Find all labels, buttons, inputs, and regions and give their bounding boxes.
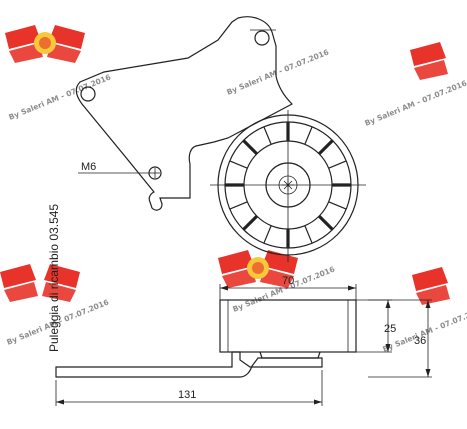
pulley-spoke [263,225,272,244]
tensioner-bracket [75,16,293,211]
dimension-width: 70 [219,275,357,300]
watermark-logo-top-left [5,25,85,63]
watermark-logo-bottom-left [0,264,80,302]
pulley-spoke [328,201,347,210]
pulley-spoke [229,201,248,210]
watermark-logo-middle [218,250,298,288]
pulley-spoke [328,160,347,169]
height-value: 36 [414,335,426,347]
belt-width-value: 25 [384,323,396,335]
dimension-length: 131 [55,370,323,406]
pulley-spoke [304,225,313,244]
pulley-side-body [219,299,357,353]
pulley-spoke [242,139,259,156]
watermark-text-1: By Saleri AM - 07.07.2016 [7,73,112,122]
pulley-spoke [304,126,313,145]
length-value: 131 [178,389,196,401]
part-number-label: Puleggia di ricambio 03.545 [47,204,61,352]
watermark-logo-bottom-right [412,267,450,305]
pulley-spoke [317,139,334,156]
watermark-text-2: By Saleri AM - 07.07.2016 [225,48,330,97]
dimension-height: 36 [368,299,432,378]
dimension-belt-width: 25 [356,299,396,353]
mounting-hole-top [254,30,270,46]
watermark-text-3: By Saleri AM - 07.07.2016 [363,79,467,128]
pulley-spoke [263,126,272,145]
pulley-spoke [317,214,334,231]
pulley-spoke [229,160,248,169]
width-value: 70 [282,275,294,287]
pulley-side-bearing [259,351,321,359]
bracket-side-arm [55,351,323,378]
mounting-hole-left [80,86,96,102]
watermark-logo-top-right [410,42,448,80]
pulley-spoke [242,214,259,231]
thread-callout: M6 [78,161,150,174]
thread-size-label: M6 [81,161,96,173]
pulley-side-view [55,299,357,378]
